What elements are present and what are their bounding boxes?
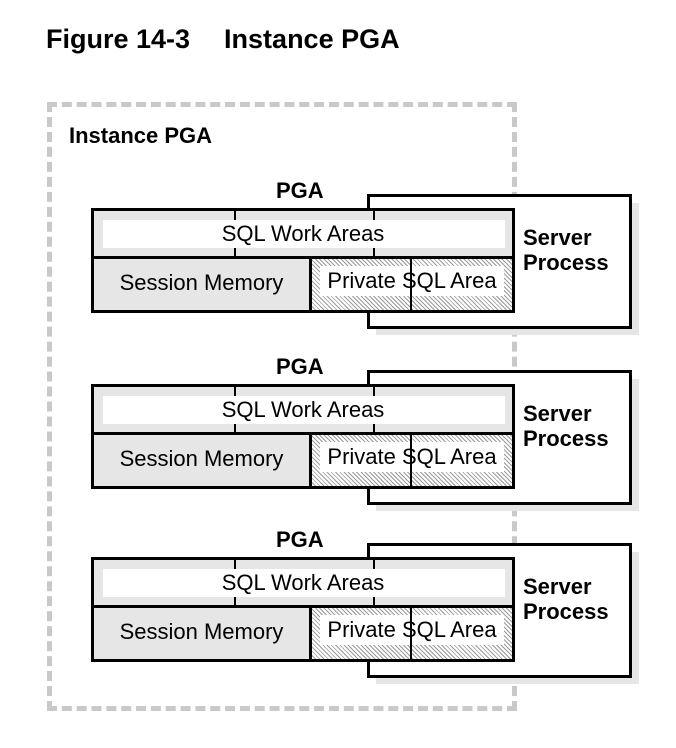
- divider-tick: [234, 597, 236, 605]
- session-memory: Session Memory: [94, 259, 312, 310]
- sql-work-areas-label: SQL Work Areas: [221, 397, 385, 422]
- sql-work-areas-label: SQL Work Areas: [221, 570, 385, 595]
- sql-work-areas-bar: [103, 569, 505, 597]
- sql-work-areas-row: SQL Work Areas: [94, 211, 512, 259]
- pga-label: PGA: [276, 354, 324, 379]
- instance-pga-label: Instance PGA: [69, 123, 213, 148]
- divider-tick: [234, 211, 236, 220]
- private-sql-area-bar: [320, 442, 504, 472]
- sql-work-areas-row: SQL Work Areas: [94, 560, 512, 608]
- pga-box: SQL Work Areas Session Memory Private SQ…: [91, 557, 515, 662]
- sql-work-areas-label: SQL Work Areas: [221, 221, 385, 246]
- private-sql-area-bar: [320, 266, 504, 296]
- private-sql-area-label: Private SQL Area: [327, 444, 497, 469]
- divider-tick: [234, 248, 236, 256]
- private-sql-area: Private SQL Area: [312, 435, 512, 486]
- divider-tick: [373, 211, 375, 220]
- figure-caption: Instance PGA: [224, 24, 400, 54]
- sql-work-areas-row: SQL Work Areas: [94, 387, 512, 435]
- private-sql-area: Private SQL Area: [312, 259, 512, 310]
- divider-tick: [234, 387, 236, 396]
- divider-tick: [373, 597, 375, 605]
- divider-tick: [410, 608, 412, 659]
- session-memory-label: Session Memory: [119, 446, 284, 471]
- sql-work-areas-bar: [103, 220, 505, 248]
- figure-number: Figure 14-3: [46, 24, 191, 54]
- divider-tick: [373, 248, 375, 256]
- pga-label: PGA: [276, 178, 324, 203]
- divider-tick: [373, 560, 375, 569]
- divider-tick: [234, 424, 236, 432]
- divider-tick: [410, 259, 412, 310]
- private-sql-area-label: Private SQL Area: [327, 268, 497, 293]
- pga-box: SQL Work Areas Session Memory Private SQ…: [91, 384, 515, 489]
- session-memory-label: Session Memory: [119, 270, 284, 295]
- session-memory: Session Memory: [94, 435, 312, 486]
- private-sql-area-label: Private SQL Area: [327, 617, 497, 642]
- pga-box: SQL Work Areas Session Memory Private SQ…: [91, 208, 515, 313]
- pga-label: PGA: [276, 527, 324, 552]
- session-memory: Session Memory: [94, 608, 312, 659]
- divider-tick: [410, 435, 412, 486]
- private-sql-area-bar: [320, 615, 504, 645]
- session-memory-label: Session Memory: [119, 619, 284, 644]
- figure-title: Figure 14-3 Instance PGA: [46, 24, 400, 55]
- divider-tick: [373, 424, 375, 432]
- sql-work-areas-bar: [103, 396, 505, 424]
- divider-tick: [234, 560, 236, 569]
- private-sql-area: Private SQL Area: [312, 608, 512, 659]
- divider-tick: [373, 387, 375, 396]
